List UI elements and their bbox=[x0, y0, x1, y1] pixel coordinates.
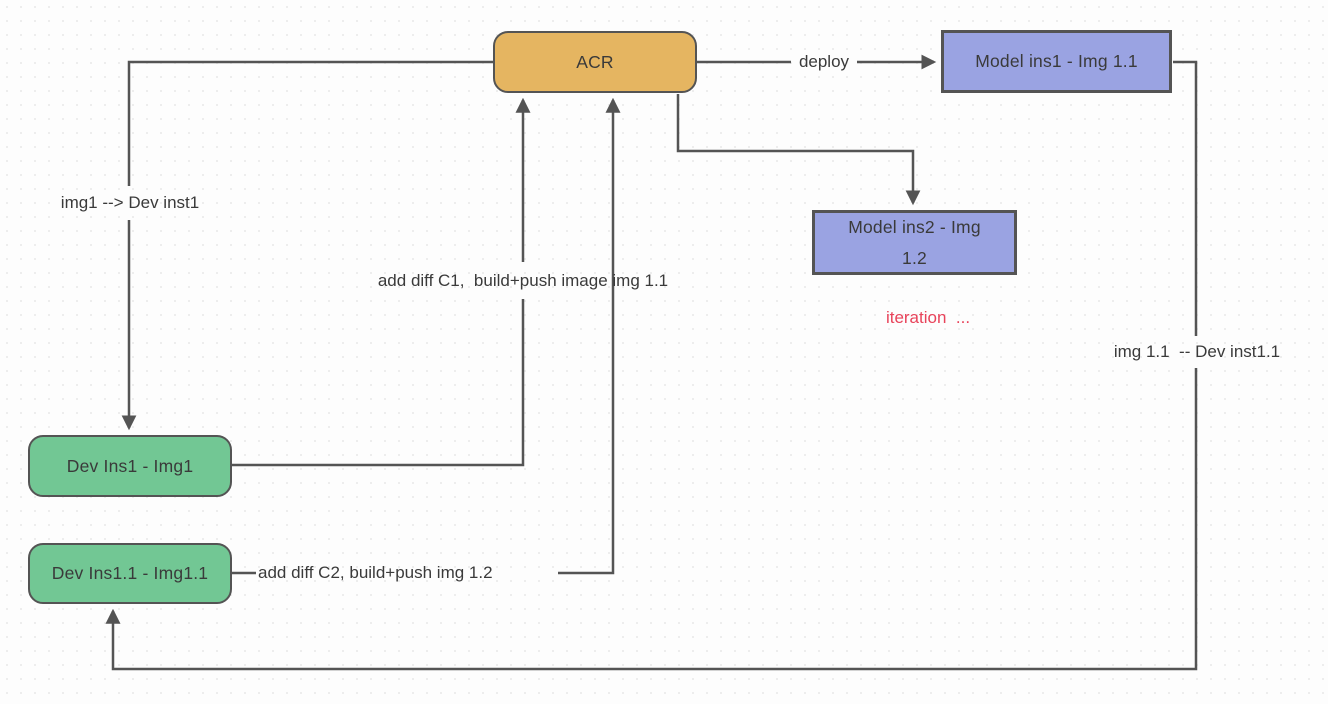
edge-label-img1-to-dev-inst1: img1 --> Dev inst1 bbox=[60, 193, 200, 212]
node-dev-ins1-1-label: Dev Ins1.1 - Img1.1 bbox=[51, 563, 209, 583]
edge-dev1-to-acr-lower bbox=[232, 299, 525, 467]
edge-model1-to-dev11 bbox=[105, 368, 1198, 671]
edge-label-add-diff-c1: add diff C1, build+push image img 1.1 bbox=[377, 271, 669, 290]
edge-label-deploy: deploy bbox=[798, 52, 850, 71]
node-model-ins2-label: Model ins2 - Img 1.2 bbox=[848, 216, 981, 268]
node-dev-ins1-label: Dev Ins1 - Img1 bbox=[66, 455, 194, 476]
node-acr-label: ACR bbox=[576, 51, 614, 72]
node-model-ins2[interactable]: Model ins2 - Img 1.2 bbox=[812, 210, 1017, 275]
edge-label-add-diff-c2: add diff C2, build+push img 1.2 bbox=[258, 563, 493, 582]
edge-label-img11-to-dev-inst11: img 1.1 -- Dev inst1.1 bbox=[1113, 342, 1281, 361]
edge-model1-loop-upper bbox=[1173, 60, 1198, 336]
node-model-ins1[interactable]: Model ins1 - Img 1.1 bbox=[941, 30, 1172, 93]
node-model-ins1-label: Model ins1 - Img 1.1 bbox=[975, 51, 1138, 71]
node-dev-ins1[interactable]: Dev Ins1 - Img1 bbox=[28, 435, 232, 497]
node-dev-ins1-1[interactable]: Dev Ins1.1 - Img1.1 bbox=[28, 543, 232, 604]
edge-acr-to-dev1-upper bbox=[127, 60, 494, 186]
edge-acr-to-model2 bbox=[676, 94, 921, 206]
node-acr[interactable]: ACR bbox=[493, 31, 697, 93]
edge-dev11-to-acr bbox=[558, 97, 621, 575]
iteration-note: iteration ... bbox=[885, 308, 971, 327]
